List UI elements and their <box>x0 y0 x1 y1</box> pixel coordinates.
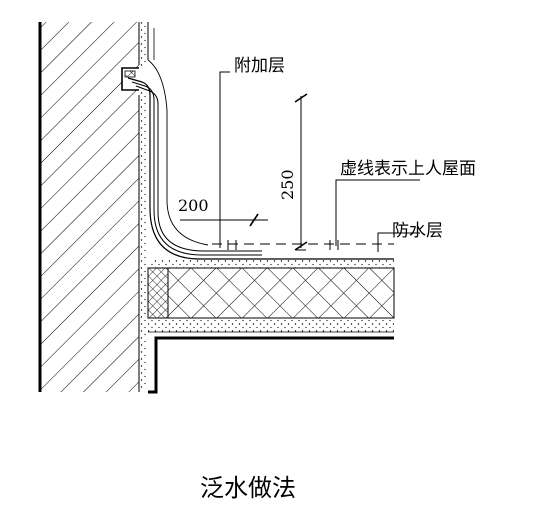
roof-slab <box>148 318 394 394</box>
label-dashed-line-note: 虚线表示上人屋面 <box>340 159 476 179</box>
dimension-250: 250 <box>278 169 297 200</box>
dimension-200: 200 <box>178 196 209 215</box>
leader-lines <box>219 71 420 252</box>
label-waterproof-layer: 防水层 <box>392 221 443 241</box>
drawing-caption: 泛水做法 <box>200 474 296 502</box>
flashing-membranes <box>127 59 394 260</box>
label-added-layer: 附加层 <box>234 56 285 76</box>
dashed-protection-layer <box>212 240 394 250</box>
dimension-lines <box>180 93 308 251</box>
wall-plaster-layer <box>139 22 155 390</box>
screed-layer <box>148 259 394 269</box>
insulation-layer <box>147 267 395 319</box>
